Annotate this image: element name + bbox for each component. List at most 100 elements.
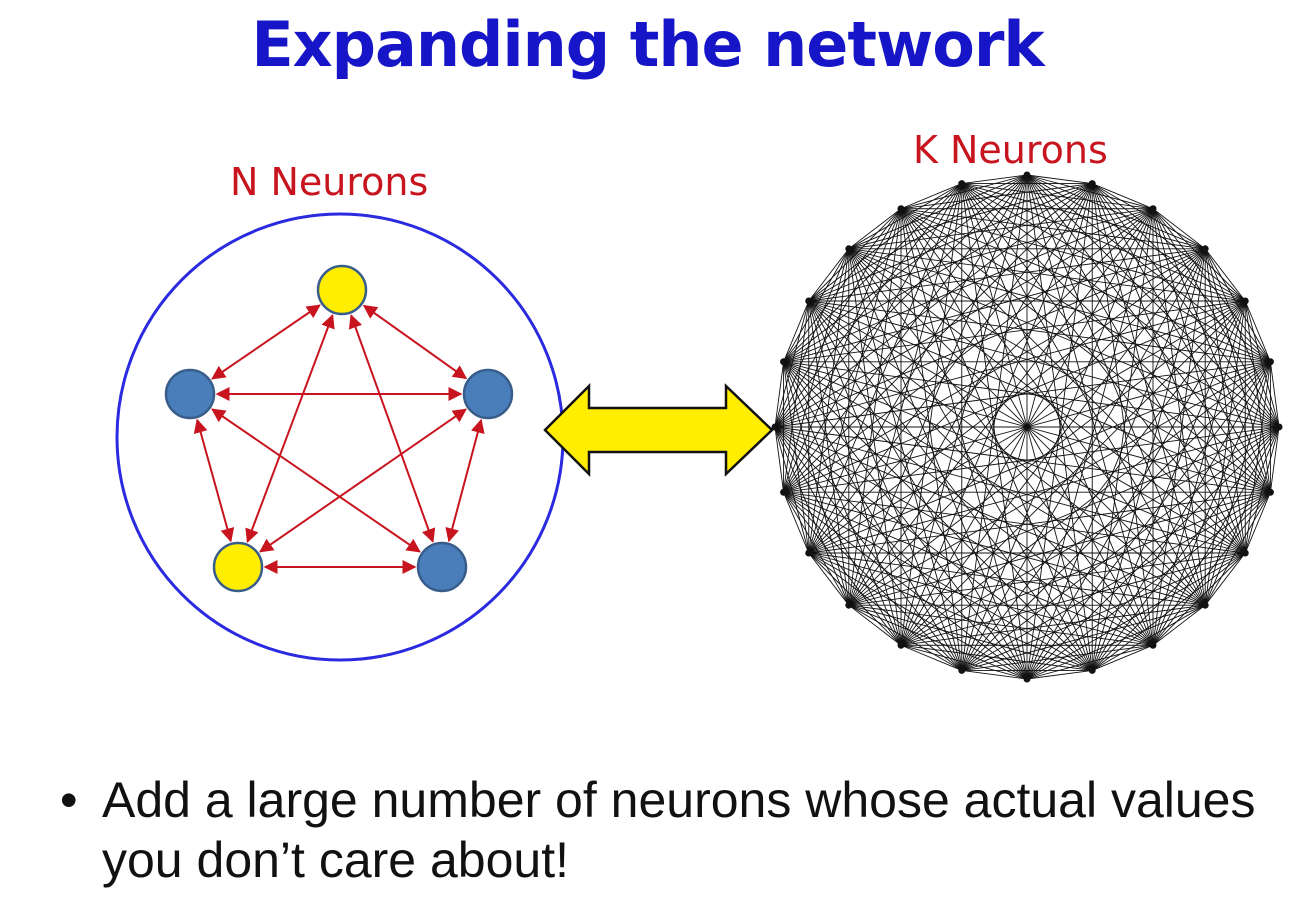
- page-title: Expanding the network: [251, 8, 1044, 81]
- neuron-node: [416, 541, 468, 593]
- large-network-edge: [1152, 208, 1271, 493]
- large-network-edge: [900, 174, 1028, 210]
- large-network-edge: [1091, 248, 1206, 671]
- large-network-edge: [808, 491, 1271, 554]
- large-network-edge: [808, 300, 850, 606]
- large-network-edge: [900, 208, 963, 671]
- large-network-edge: [900, 208, 1271, 493]
- large-network-edge: [961, 183, 1206, 250]
- large-network-edge: [808, 208, 902, 302]
- small-network-edge: [348, 314, 436, 543]
- large-network-edge: [961, 183, 1154, 210]
- large-network-edge: [1204, 552, 1246, 606]
- large-network-edge: [1204, 300, 1246, 606]
- large-network-edge: [783, 492, 810, 554]
- large-network-edge: [848, 183, 963, 606]
- large-network-edge: [808, 300, 1093, 671]
- large-network-edge: [961, 361, 1271, 671]
- large-network-edge: [1091, 183, 1206, 250]
- large-network-edge: [1204, 248, 1271, 363]
- large-network-edge: [783, 174, 1028, 363]
- large-network-edge: [783, 248, 1206, 363]
- large-network-edge: [900, 183, 1093, 210]
- large-network-edge: [900, 208, 1246, 302]
- large-network-edge: [900, 644, 1093, 671]
- large-network-edge: [783, 491, 1028, 680]
- large-network-edge: [1152, 208, 1206, 250]
- large-network-edge: [1244, 361, 1271, 554]
- large-network-edge: [1026, 174, 1206, 606]
- large-network-edge: [900, 183, 963, 646]
- neuron-node: [1241, 297, 1249, 305]
- large-network-edge: [1204, 426, 1280, 606]
- large-network-edge: [783, 248, 1206, 493]
- large-network-edge: [808, 552, 1093, 671]
- neuron-node: [897, 641, 905, 649]
- large-network-edge: [1092, 644, 1154, 671]
- neuron-node: [1201, 245, 1209, 253]
- large-network-edge: [783, 300, 1246, 363]
- large-network-edge: [900, 248, 1206, 646]
- large-network-edge: [1091, 552, 1246, 671]
- large-network-edge: [1026, 361, 1271, 680]
- small-network-edge: [259, 408, 467, 553]
- large-network-edge: [808, 174, 1028, 554]
- neuron-node: [1149, 205, 1157, 213]
- large-network-edge: [783, 361, 902, 646]
- neuron-node: [845, 601, 853, 609]
- large-network-edge: [1091, 183, 1280, 428]
- large-network-edge: [848, 174, 1028, 250]
- large-network-edge: [961, 552, 1246, 671]
- large-network-edge: [1026, 174, 1246, 302]
- large-network-edge: [783, 208, 1154, 493]
- large-network-edge: [1026, 174, 1093, 671]
- large-network-edge: [848, 208, 1154, 250]
- large-network-edge: [774, 426, 1271, 493]
- large-network-edge: [1152, 300, 1246, 646]
- large-network-edge: [848, 248, 1246, 554]
- neuron-node: [462, 368, 514, 420]
- large-network-edge: [1152, 361, 1271, 646]
- bullet-point: • Add a large number of neurons whose ac…: [60, 770, 1280, 890]
- large-network-edge: [848, 183, 1093, 606]
- large-network-edge: [774, 426, 963, 671]
- neuron-node: [1266, 358, 1274, 366]
- large-network-edge: [900, 208, 1206, 606]
- neuron-node: [805, 549, 813, 557]
- large-network-edge: [1244, 300, 1271, 362]
- large-network-edge: [774, 248, 850, 428]
- neuron-node: [164, 368, 216, 420]
- large-network-edge: [1026, 208, 1154, 680]
- large-network-edge: [783, 361, 810, 554]
- large-network-edge: [1026, 300, 1246, 680]
- large-network-edge: [774, 208, 1154, 428]
- large-network-edge: [961, 183, 1246, 554]
- large-network-edge: [848, 248, 1028, 680]
- n-neurons-label: N Neurons: [230, 160, 429, 204]
- large-network-edge: [774, 426, 785, 493]
- large-network-edge: [808, 361, 1271, 554]
- large-network-edge: [1026, 174, 1093, 185]
- neuron-node: [771, 423, 779, 431]
- large-network-edge: [783, 361, 1280, 428]
- small-network-edge: [193, 418, 235, 543]
- large-network-edge: [783, 183, 1093, 493]
- large-network-edge: [900, 644, 962, 671]
- large-network-edge: [1091, 300, 1246, 671]
- neuron-node: [1266, 488, 1274, 496]
- large-network-edge: [783, 361, 1271, 493]
- large-network-edge: [961, 174, 1028, 185]
- large-network-edge: [900, 183, 1093, 646]
- large-network-edge: [900, 208, 1206, 250]
- large-network-edge: [783, 361, 1154, 646]
- large-network-edge: [1026, 174, 1154, 210]
- large-network-edge: [774, 361, 785, 428]
- large-network-edge: [1091, 183, 1246, 302]
- large-network-edge: [774, 361, 1271, 428]
- large-network-edge: [783, 300, 810, 362]
- large-network-edge: [783, 300, 1246, 493]
- large-network-edge: [1244, 300, 1271, 493]
- large-network-edge: [1152, 604, 1206, 646]
- large-network-edge: [1091, 208, 1154, 671]
- large-network-edge: [1204, 248, 1246, 302]
